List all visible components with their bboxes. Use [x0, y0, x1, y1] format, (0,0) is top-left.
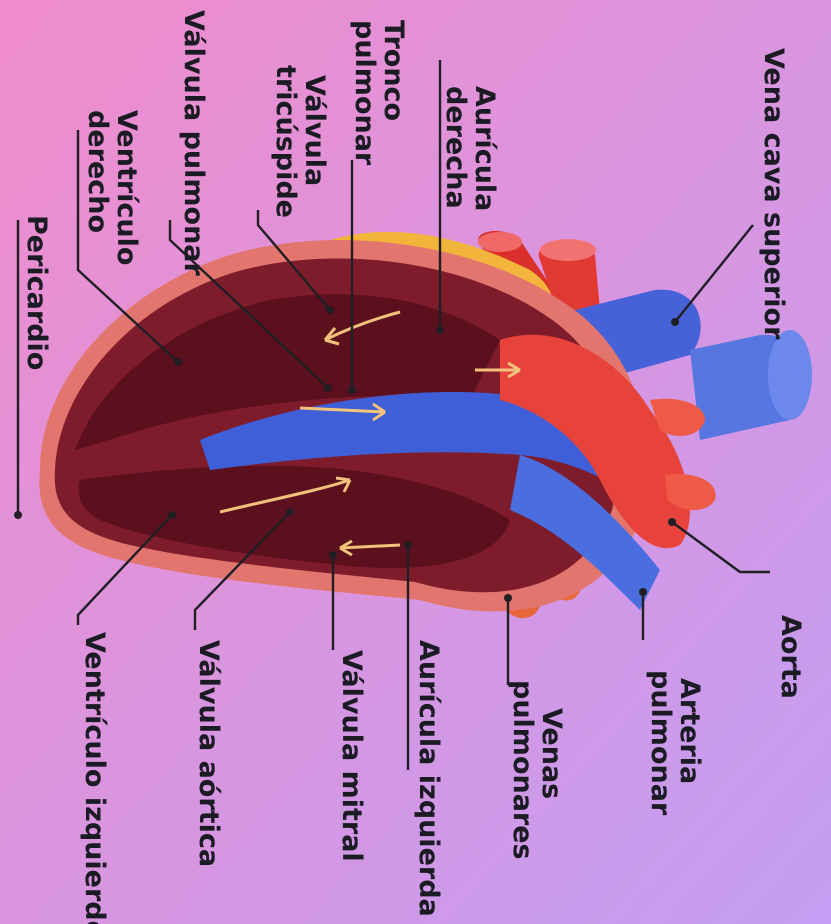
label-venas-pulmonares-line2: pulmonares	[507, 680, 538, 860]
label-auricula-derecha-line2: derecha	[440, 86, 471, 209]
label-valvula-tricuspide-line2: tricúspide	[270, 65, 301, 218]
label-auricula-izquierda: Aurícula izquierda	[413, 640, 444, 917]
label-valvula-aortica: Válvula aórtica	[193, 640, 224, 867]
label-venas-pulmonares-line1: Venas	[536, 708, 567, 799]
label-auricula-derecha-line1: Aurícula	[469, 86, 500, 211]
label-ventriculo-derecho-line2: derecho	[82, 110, 113, 233]
label-ventriculo-izquierdo: Ventrículo izquierdo	[79, 632, 110, 924]
label-tronco-pulmonar-line1: Tronco	[378, 20, 409, 121]
label-valvula-pulmonar: Válvula pulmonar	[178, 10, 209, 277]
label-pericardio: Pericardio	[21, 215, 52, 370]
label-vena-cava-superior: Vena cava superior	[758, 48, 789, 340]
label-arteria-pulmonar-line1: Arteria	[674, 678, 705, 784]
label-arteria-pulmonar-line2: pulmonar	[645, 670, 676, 816]
label-tronco-pulmonar-line2: pulmonar	[349, 20, 380, 166]
label-valvula-mitral: Válvula mitral	[336, 650, 367, 862]
label-valvula-tricuspide-line1: Válvula	[299, 75, 330, 186]
label-ventriculo-derecho-line1: Ventrículo	[111, 110, 142, 265]
label-aorta: Aorta	[775, 615, 806, 699]
